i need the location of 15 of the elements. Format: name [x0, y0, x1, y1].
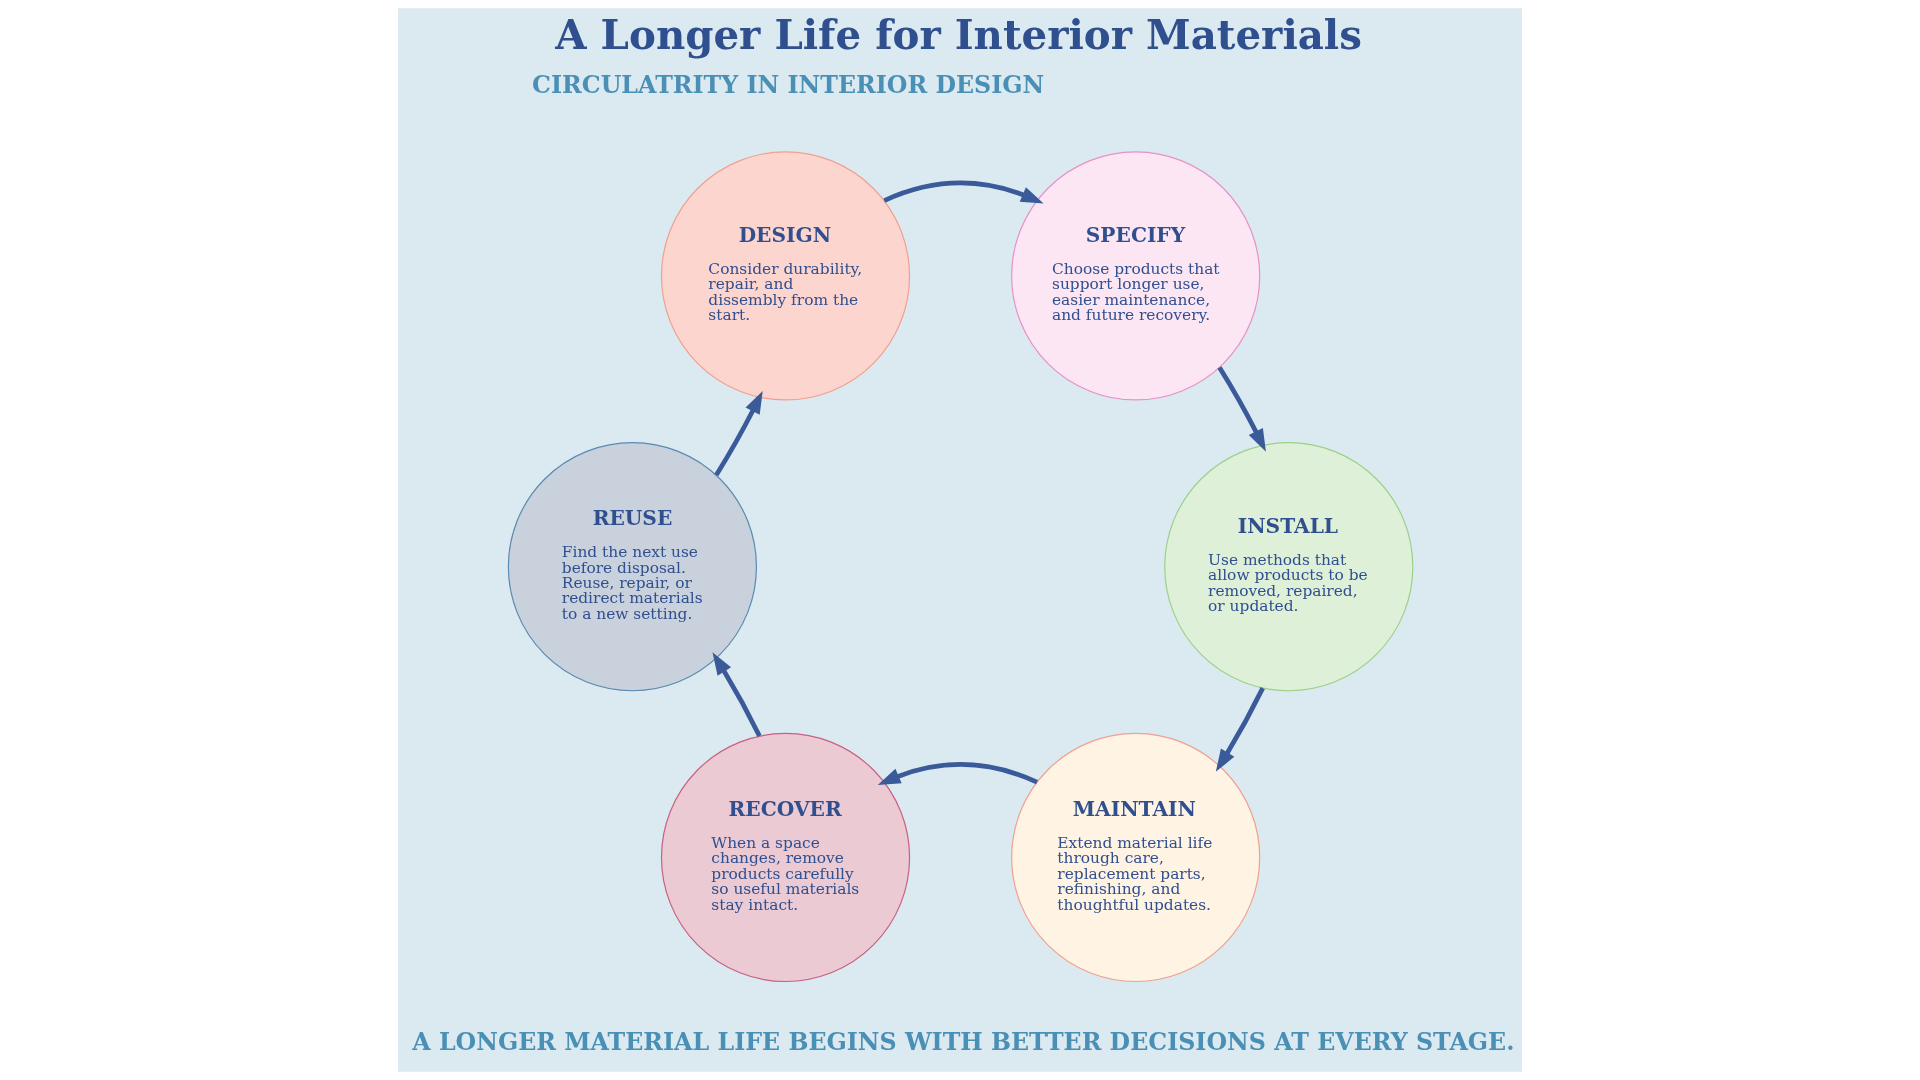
node-circle: DESIGN Consider durability, repair, and dissembly from the start.: [660, 151, 911, 401]
arrow: [883, 180, 1044, 204]
arrow: [877, 762, 1038, 785]
node-circle: INSTALL Use methods that allow products to be removed, repaired, or updated.: [1164, 442, 1414, 692]
caption: A LONGER MATERIAL LIFE BEGINS WITH BETTER DECISIONS AT EVERY STAGE.: [412, 1028, 1515, 1057]
node-circle: REUSE Find the next use before disposal. Reuse, repair, or redirect materials to a new setting.: [507, 442, 758, 692]
arrow: [712, 652, 762, 738]
node-circle: MAINTAIN Extend material life through care, replacement parts, refinishing, and thoughtful updates.: [1011, 732, 1261, 983]
arrow: [1215, 687, 1265, 772]
label: CIRCULATRITY IN INTERIOR DESIGN: [532, 70, 1045, 99]
node-circle: SPECIFY Choose products that support longer use, easier maintenance, and future recovery.: [1011, 151, 1261, 401]
arrow: [1217, 366, 1266, 452]
arrow: [714, 390, 763, 477]
node-circle: RECOVER When a space changes, remove products carefully so useful materials stay intact.: [660, 732, 911, 983]
diagram-title: A Longer Life for Interior Materials: [555, 10, 1362, 59]
